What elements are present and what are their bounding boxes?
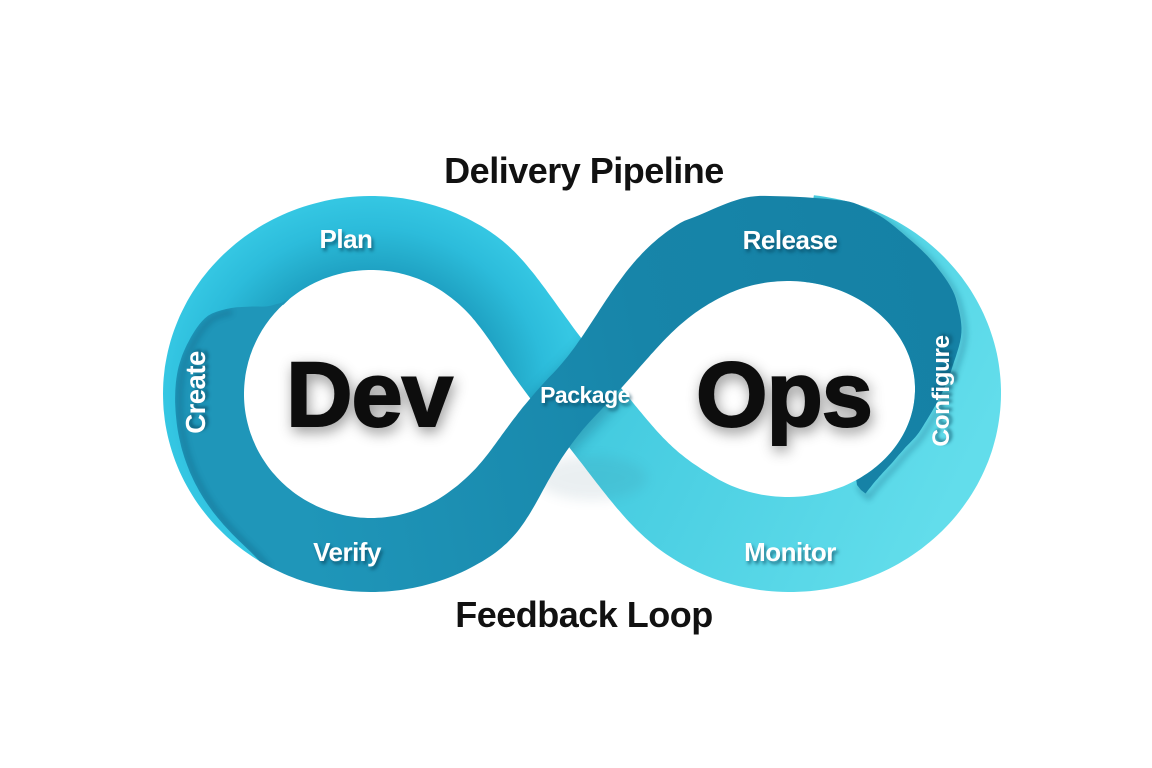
svg-text:Verify: Verify — [313, 537, 382, 567]
svg-text:Release: Release — [743, 225, 838, 255]
svg-text:Delivery Pipeline: Delivery Pipeline — [444, 150, 724, 191]
svg-text:Package: Package — [540, 382, 630, 408]
svg-text:Plan: Plan — [320, 224, 373, 254]
svg-text:Feedback Loop: Feedback Loop — [455, 594, 713, 635]
svg-text:Monitor: Monitor — [744, 537, 836, 567]
svg-text:Ops: Ops — [696, 344, 872, 446]
svg-text:Create: Create — [180, 351, 211, 434]
svg-text:Dev: Dev — [286, 344, 453, 446]
svg-text:Configure: Configure — [928, 335, 955, 446]
